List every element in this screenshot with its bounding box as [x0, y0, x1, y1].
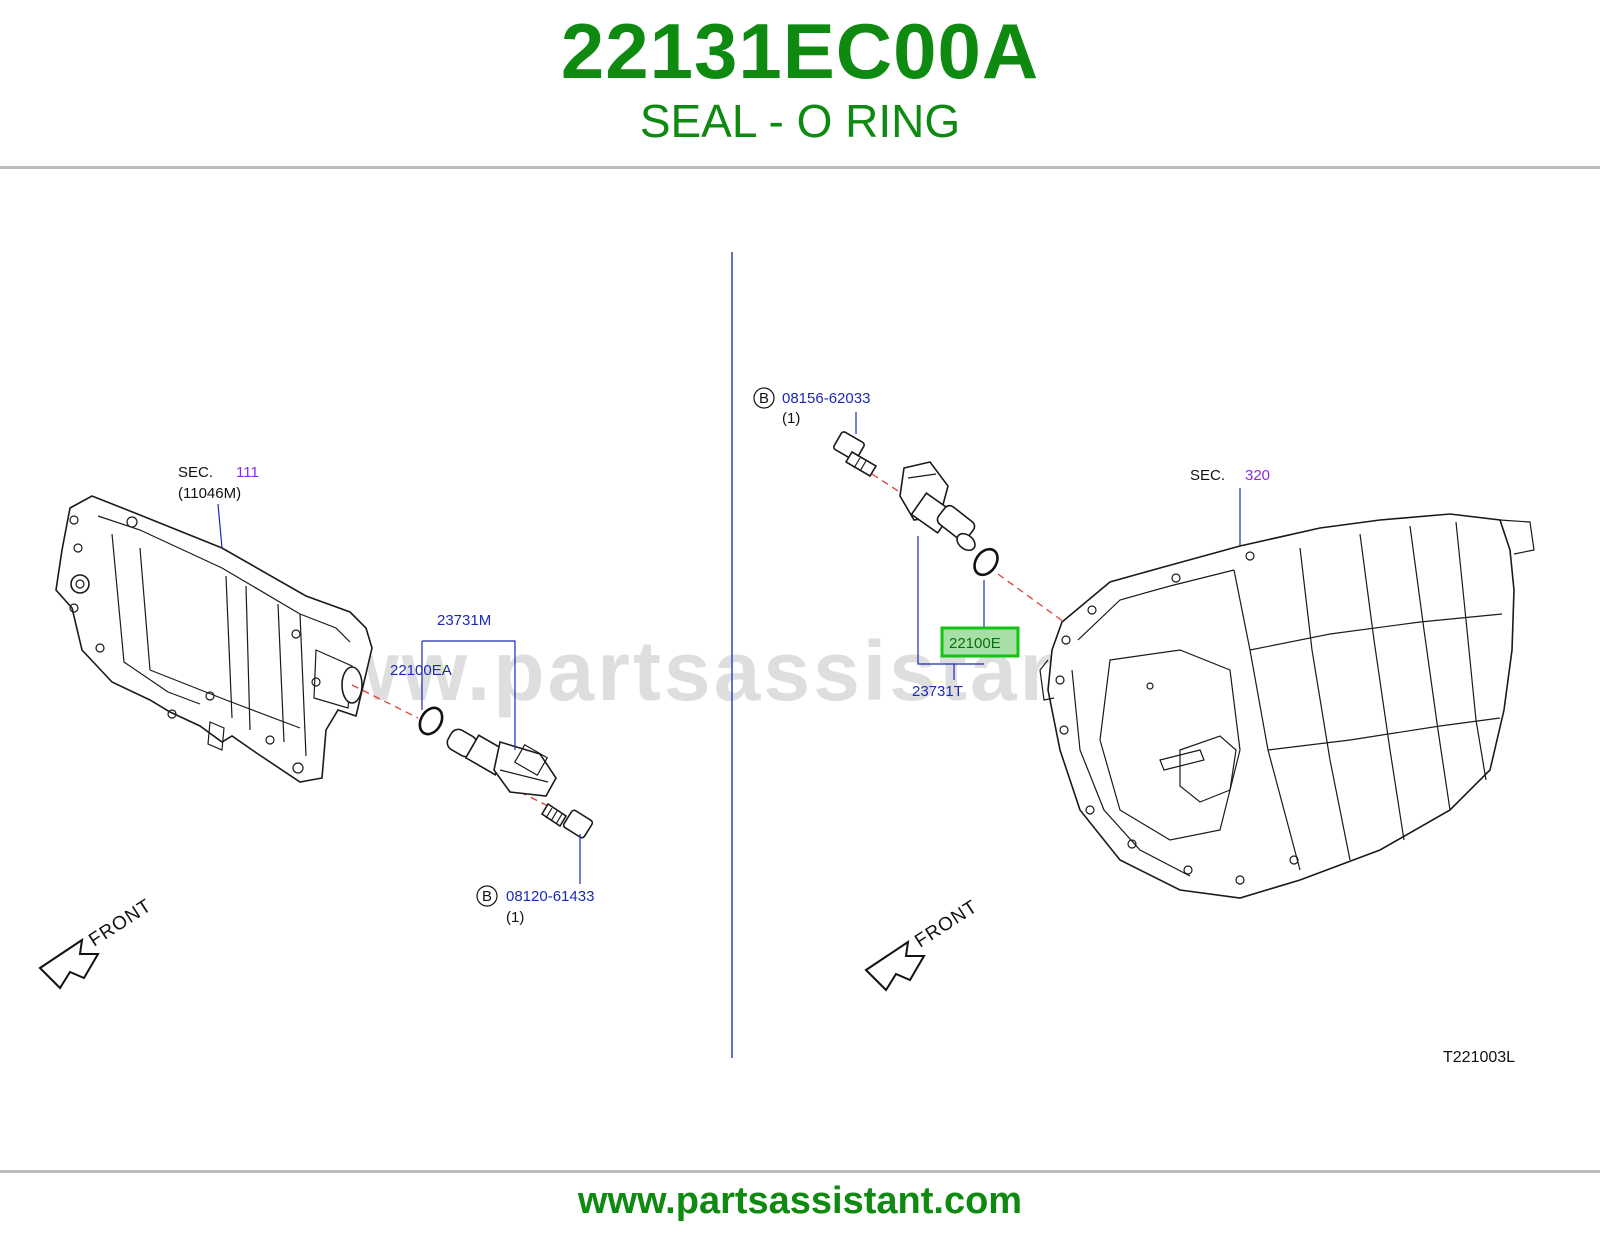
- right-bolt-badge: B: [759, 390, 769, 407]
- right-sensor-label[interactable]: 23731T: [912, 683, 963, 700]
- right-transmission-case-drawing: [1039, 513, 1535, 899]
- right-front-label: FRONT: [911, 896, 982, 952]
- left-sec-number[interactable]: 111: [236, 464, 259, 481]
- footer-url-link[interactable]: www.partsassistant.com: [577, 1180, 1023, 1222]
- left-front-arrow-icon: [38, 937, 100, 990]
- right-bolt-qty: (1): [782, 410, 800, 427]
- left-sec-ref: (11046M): [178, 485, 241, 502]
- diagram-code: T221003L: [1443, 1049, 1515, 1066]
- left-sensor-23731M[interactable]: [444, 726, 557, 797]
- left-sensor-bracket: [422, 640, 516, 750]
- part-name-subtitle: SEAL - O RING: [639, 95, 961, 147]
- footer-divider: [0, 1170, 1600, 1173]
- left-oring-label[interactable]: 22100EA: [390, 662, 452, 679]
- header: 22131EC00A SEAL - O RING: [0, 0, 1600, 168]
- left-bolt-badge-circle: [476, 885, 498, 907]
- right-sensor-23731T[interactable]: [899, 461, 978, 554]
- left-sec-leader: [217, 503, 223, 549]
- left-bolt-badge: B: [482, 888, 492, 905]
- right-oring-label[interactable]: 22100E: [949, 635, 1001, 652]
- right-o-ring-22100E[interactable]: [970, 545, 1002, 579]
- left-sensor-label[interactable]: 23731M: [437, 612, 491, 629]
- right-sensor-bracket: [917, 536, 984, 665]
- right-sec-number[interactable]: 320: [1245, 467, 1270, 484]
- right-sec-label: SEC.: [1190, 467, 1225, 484]
- parts-diagram-svg: www.partsassistant.com SEC. 111 (11046: [38, 252, 1535, 1066]
- left-o-ring-22100EA[interactable]: [415, 704, 446, 738]
- header-divider: [0, 166, 1600, 169]
- left-front-label: FRONT: [85, 895, 156, 951]
- left-bolt-08120-61433[interactable]: [540, 802, 594, 839]
- left-align-line-housing: [351, 684, 419, 719]
- part-number-title: 22131EC00A: [560, 7, 1040, 95]
- left-housing-drawing: [55, 495, 373, 783]
- left-bolt-label[interactable]: 08120-61433: [506, 888, 594, 905]
- right-align-line-case: [997, 573, 1065, 623]
- right-bolt-label[interactable]: 08156-62033: [782, 390, 870, 407]
- right-oring-highlight: [940, 626, 1020, 658]
- right-front-arrow-icon: [864, 939, 926, 992]
- left-bolt-qty: (1): [506, 909, 524, 926]
- left-sec-label: SEC.: [178, 464, 213, 481]
- right-bolt-badge-circle: [753, 387, 775, 409]
- right-bolt-08156-62033[interactable]: [833, 431, 878, 478]
- parts-diagram: www.partsassistant.com SEC. 111 (11046: [0, 230, 1600, 1120]
